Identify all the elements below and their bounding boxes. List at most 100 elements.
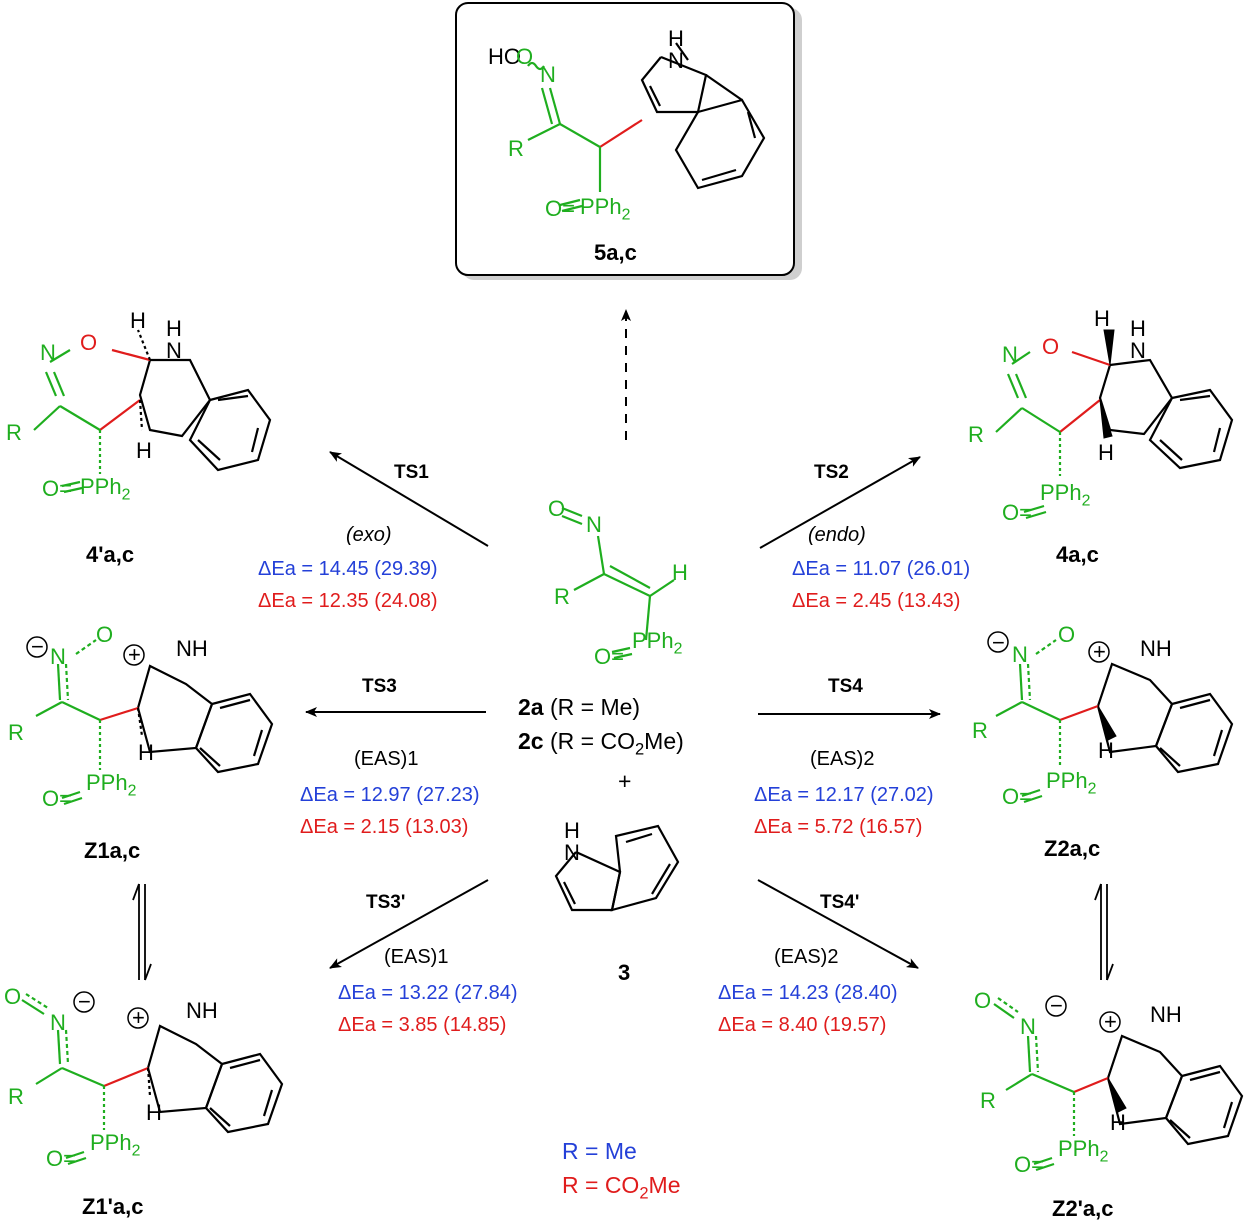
ts3prime-mode: (EAS)1 <box>384 946 449 968</box>
minus: − <box>1050 993 1063 1018</box>
atom-n: N <box>540 62 556 87</box>
atom-pph2: PPh2 <box>1058 1136 1109 1166</box>
arrow-TS4prime <box>757 879 919 969</box>
ts4prime-ea-co2me: ΔEa = 8.40 (19.57) <box>718 1014 887 1036</box>
structure-Z1ac <box>35 639 274 806</box>
atom-r: R <box>508 136 524 161</box>
atom-nh: NH <box>1150 1002 1182 1027</box>
ts2-ea-co2me: ΔEa = 2.45 (13.43) <box>792 590 961 612</box>
atom-h: H <box>672 560 688 585</box>
ts3-label: TS3 <box>362 676 397 697</box>
ts4-ea-me: ΔEa = 12.17 (27.02) <box>754 784 934 806</box>
ts1-ea-me: ΔEa = 14.45 (29.39) <box>258 558 438 580</box>
plus: + <box>1104 1009 1117 1034</box>
atom-h: H <box>1110 1110 1126 1135</box>
label-Z1ac: Z1a,c <box>84 838 141 863</box>
ts1-ea-co2me: ΔEa = 12.35 (24.08) <box>258 590 438 612</box>
atom-h: H <box>1094 306 1110 331</box>
label-indole: 3 <box>618 960 631 985</box>
atom-pph2: PPh2 <box>580 194 631 224</box>
ts4prime-mode: (EAS)2 <box>774 946 839 968</box>
ts2-mode: (endo) <box>808 524 866 546</box>
ts3prime-ea-co2me: ΔEa = 3.85 (14.85) <box>338 1014 507 1036</box>
product-box <box>455 2 795 276</box>
charge-circles <box>26 631 1121 1033</box>
ts1-label: TS1 <box>394 462 429 483</box>
atom-nh-h: H <box>1130 316 1146 341</box>
structure-4ac <box>995 329 1234 520</box>
atom-o-eq: O= <box>594 644 624 669</box>
ts3-mode: (EAS)1 <box>354 748 419 770</box>
structure-Z2ac <box>995 639 1234 804</box>
atom-o-eq: O= <box>42 786 72 811</box>
minus: − <box>78 989 91 1014</box>
label-5ac: 5a,c <box>594 240 637 265</box>
atom-n: N <box>1012 642 1028 667</box>
ts4-mode: (EAS)2 <box>810 748 875 770</box>
atom-n: N <box>1002 342 1018 367</box>
atom-n: N <box>50 644 66 669</box>
atom-nh-n: N <box>1130 338 1146 363</box>
atom-h: H <box>1098 440 1114 465</box>
ts3prime-ea-me: ΔEa = 13.22 (27.84) <box>338 982 518 1004</box>
atom-o: O <box>516 44 534 69</box>
atom-h: H <box>668 26 684 51</box>
ts4-label: TS4 <box>828 676 863 697</box>
atom-pph2: PPh2 <box>90 1130 141 1160</box>
label-Z2ac: Z2a,c <box>1044 836 1101 861</box>
atom-o: O <box>1042 334 1060 359</box>
atom-n: N <box>50 1010 66 1035</box>
atom-o: O <box>1058 622 1076 647</box>
label-2c: 2c (R = CO2Me) <box>518 728 684 759</box>
reaction-arrows <box>305 309 941 969</box>
equilibrium-right <box>1094 883 1114 981</box>
ts3prime-label: TS3' <box>366 892 406 913</box>
label-2a: 2a (R = Me) <box>518 694 641 720</box>
atom-o: O <box>548 496 566 521</box>
atom-o: O <box>4 984 22 1009</box>
structure-4prime-ac <box>33 329 272 494</box>
atom-h: H <box>138 740 154 765</box>
atom-h: H <box>136 438 152 463</box>
arrow-TS2 <box>759 456 921 549</box>
atom-r: R <box>6 420 22 445</box>
atom-o-eq: O= <box>1002 784 1032 809</box>
equilibrium-left <box>132 883 152 981</box>
atom-pph2: PPh2 <box>1040 480 1091 510</box>
atom-pph2: PPh2 <box>86 770 137 800</box>
ts2-ea-me: ΔEa = 11.07 (26.01) <box>792 558 971 580</box>
atom-ho: HO <box>488 44 521 69</box>
atom-n: N <box>40 340 56 365</box>
structure-indole-3 <box>554 824 680 912</box>
structure-Z2prime-ac <box>993 997 1244 1172</box>
atom-r: R <box>980 1088 996 1113</box>
ts1-mode: (exo) <box>346 524 392 546</box>
atom-pph2: PPh2 <box>80 474 131 504</box>
ts4prime-label: TS4' <box>820 892 860 913</box>
ts3-ea-co2me: ΔEa = 2.15 (13.03) <box>300 816 469 838</box>
atom-h: H <box>146 1100 162 1125</box>
ts4prime-ea-me: ΔEa = 14.23 (28.40) <box>718 982 898 1004</box>
atom-pph2: PPh2 <box>1046 768 1097 798</box>
atom-o: O <box>96 622 114 647</box>
atom-o: O <box>974 988 992 1013</box>
atom-o-eq: O= <box>1014 1152 1044 1177</box>
atom-nh: NH <box>186 998 218 1023</box>
plus-sign: + <box>618 768 632 794</box>
atom-nh: NH <box>1140 636 1172 661</box>
atom-nh: NH <box>176 636 208 661</box>
arrow-TS1 <box>329 451 489 547</box>
atom-r: R <box>8 1084 24 1109</box>
structure-2ac <box>561 506 675 660</box>
structure-Z1prime-ac <box>21 993 284 1166</box>
plus: + <box>1093 639 1106 664</box>
plus: + <box>132 1005 145 1030</box>
atom-r: R <box>554 584 570 609</box>
label-4prime-ac: 4'a,c <box>86 542 135 567</box>
atom-nh-n: N <box>166 338 182 363</box>
atom-pph2: PPh2 <box>632 628 683 658</box>
atom-o: O <box>80 330 98 355</box>
atom-n: N <box>668 48 684 73</box>
atom-o-eq: O= <box>46 1146 76 1171</box>
label-Z1prime-ac: Z1'a,c <box>82 1194 144 1219</box>
